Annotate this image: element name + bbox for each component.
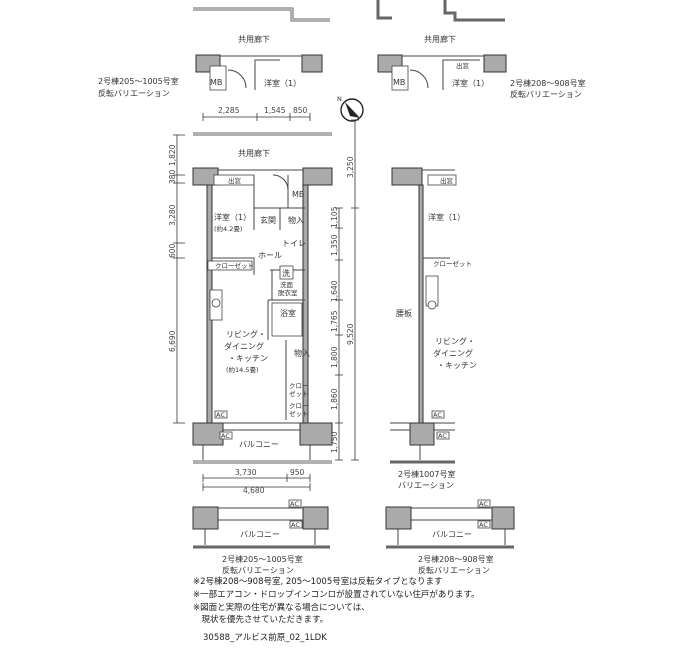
variation-subtitle: 反転バリエーション — [510, 89, 582, 99]
closet-label: クローゼット — [433, 259, 472, 268]
entrance-label: 玄関 — [260, 215, 276, 225]
dim-top-1: 2,285 — [218, 106, 240, 115]
hall-label: ホール — [258, 251, 282, 260]
room-label: 洋室（1） — [452, 78, 489, 88]
dim-left-5: 6,690 — [168, 330, 177, 352]
note-3: ※図面と実際の住宅が異なる場合については、 — [193, 602, 370, 613]
dim-bottom-3: 4,680 — [243, 486, 265, 495]
north-compass-icon: N — [337, 95, 364, 122]
bay-window-label: 出窓 — [228, 176, 242, 185]
balcony-label: バルコニー — [240, 530, 280, 539]
dim-top-3: 850 — [293, 106, 308, 115]
closet-label: クローゼット — [215, 261, 254, 270]
variation-title: 2号棟1007号室 — [398, 469, 455, 479]
right-variation: 出窓 洋室（1） クローゼット 腰板 リビング・ ダイニング ・キッチン AC … — [390, 167, 477, 490]
note-4: 現状を優先させていただきます。 — [193, 614, 328, 625]
western-room-size: (約4.2畳) — [214, 224, 242, 233]
dim-right-4: 1,640 — [330, 280, 339, 302]
closet-small-2a: クロー — [289, 402, 309, 410]
dim-left-4: 600 — [168, 243, 177, 258]
ldk-size: (約14.5畳) — [226, 365, 259, 374]
dim-bottom-2: 950 — [290, 468, 305, 477]
corridor-label: 共用廊下 — [424, 34, 456, 44]
variation-title: 2号棟205～1005号室 — [98, 76, 179, 86]
toilet-label: トイレ — [282, 239, 306, 248]
ac-label-2: AC — [291, 521, 300, 529]
bath-label: 浴室 — [280, 308, 296, 318]
variation-title: 2号棟208～908号室 — [418, 554, 494, 564]
bottom-left-variation: AC AC バルコニー 2号棟205～1005号室 反転バリエーション — [192, 499, 330, 575]
variation-subtitle: 反転バリエーション — [98, 88, 170, 98]
dim-right-2: 1,105 — [330, 206, 339, 228]
plan-code: 30588_アルビス前原_02_1LDK — [203, 632, 327, 643]
variation-subtitle: 反転バリエーション — [418, 565, 490, 575]
variation-title: 2号棟208～908号室 — [510, 78, 586, 88]
ac-label-2: AC — [479, 521, 488, 529]
ldk-label-2: ダイニング — [224, 341, 264, 351]
closet-small-1a: クロー — [289, 382, 309, 390]
ldk-label-1: リビング・ — [226, 329, 266, 339]
note-2: ※一部エアコン・ドロップインコンロが設置されていない住戸があります。 — [193, 589, 480, 600]
dim-bottom-1: 3,730 — [235, 468, 257, 477]
ac-label-1: AC — [433, 411, 442, 419]
wash-label: 洗 — [282, 268, 290, 278]
dim-right-1: 3,250 — [346, 156, 355, 178]
western-room-label: 洋室（1） — [214, 212, 251, 222]
closet-small-2b: ゼット — [289, 409, 309, 418]
bay-window-label: 出窓 — [456, 61, 470, 70]
room-label: 洋室（1） — [428, 212, 465, 222]
washroom-label-1: 洗面 — [280, 280, 294, 289]
svg-text:N: N — [337, 95, 342, 103]
ac-label-1: AC — [216, 411, 225, 419]
balcony-label: バルコニー — [432, 530, 472, 539]
notes: ※2号棟208～908号室, 205～1005号室は反転タイプとなります ※一部… — [193, 576, 480, 643]
dim-right-6: 1,800 — [330, 346, 339, 368]
note-1: ※2号棟208～908号室, 205～1005号室は反転タイプとなります — [193, 576, 442, 587]
ac-label-1: AC — [479, 500, 488, 508]
mb-label: MB — [292, 190, 304, 199]
dim-left-2: 380 — [168, 169, 177, 184]
dim-left-1: 1,820 — [168, 144, 177, 166]
mb-label: MB — [393, 78, 405, 87]
ac-label-2: AC — [438, 432, 447, 440]
variation-title: 2号棟205～1005号室 — [222, 554, 303, 564]
dim-right-8: 1,750 — [330, 431, 339, 453]
storage-label: 物入 — [288, 215, 304, 225]
dim-right-5: 1,765 — [330, 310, 339, 332]
variation-subtitle: バリエーション — [398, 481, 454, 490]
panel-label: 腰板 — [396, 308, 412, 318]
dim-top-2: 1,545 — [264, 106, 286, 115]
top-left-variation: 共用廊下 MB 洋室（1） 2号棟205～1005号室 反転バリエーション — [98, 7, 330, 98]
ldk-label-1: リビング・ — [435, 336, 475, 346]
storage2-label: 物入 — [294, 348, 310, 358]
dim-left-3: 3,280 — [168, 204, 177, 226]
corridor-label: 共用廊下 — [238, 148, 270, 158]
dim-right-7: 1,860 — [330, 388, 339, 410]
mb-label: MB — [210, 78, 222, 87]
top-right-variation: 共用廊下 MB 出窓 洋室（1） 2号棟208～908号室 反転バリエーション — [376, 0, 586, 99]
variation-subtitle: 反転バリエーション — [222, 565, 294, 575]
bottom-right-variation: AC AC バルコニー 2号棟208～908号室 反転バリエーション — [385, 499, 515, 575]
room-label: 洋室（1） — [264, 78, 301, 88]
balcony-label: バルコニー — [239, 440, 279, 449]
corridor-label: 共用廊下 — [238, 34, 270, 44]
ldk-label-3: ・キッチン — [228, 354, 268, 363]
ac-label-2: AC — [221, 432, 230, 440]
ldk-label-3: ・キッチン — [437, 361, 477, 370]
dim-right-total: 9,520 — [346, 323, 355, 345]
closet-small-1b: ゼット — [289, 389, 309, 398]
washroom-label-2: 脱衣室 — [278, 288, 298, 297]
bay-window-label: 出窓 — [440, 176, 454, 185]
ldk-label-2: ダイニング — [433, 348, 473, 358]
ac-label-1: AC — [290, 500, 299, 508]
main-plan: 2,285 1,545 850 共用廊下 1,820 380 3,280 600… — [168, 106, 359, 495]
dim-right-3: 1,350 — [330, 234, 339, 256]
